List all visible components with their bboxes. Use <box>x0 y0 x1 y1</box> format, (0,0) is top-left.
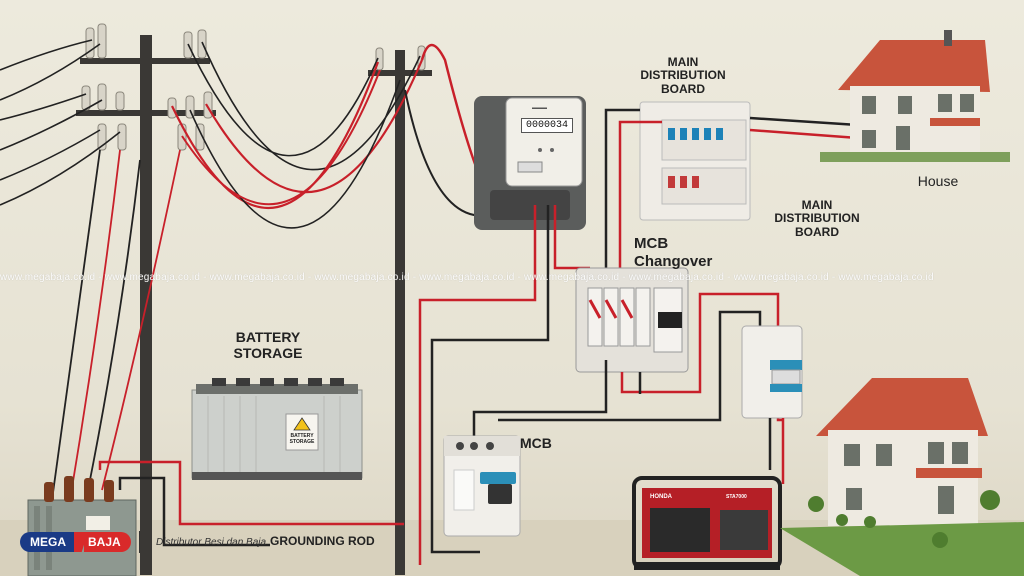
label-text: BATTERY STORAGE <box>233 329 303 361</box>
watermark: www.megabaja.co.id - www.megabaja.co.id … <box>0 272 934 283</box>
megabaja-logo[interactable]: MEGA BAJA <box>20 531 140 553</box>
transformer <box>27 476 137 576</box>
battery-warning-label: BATTERY STORAGE <box>289 433 315 445</box>
label-main-distribution-board-top: MAIN DISTRIBUTION BOARD <box>638 55 728 96</box>
overhead-wires <box>0 39 424 229</box>
down-leads <box>51 149 181 501</box>
label-text: MAIN DISTRIBUTION BOARD <box>774 198 860 239</box>
meter-brand-text: ▬▬▬ <box>532 105 547 111</box>
logo-separator <box>138 531 140 553</box>
label-grounding-rod: GROUNDING ROD <box>270 534 375 548</box>
mcb-generator-breaker <box>741 325 803 419</box>
label-mcb: MCB <box>520 435 552 451</box>
battery-wires <box>98 460 404 547</box>
label-house: House <box>917 173 959 189</box>
battery-storage <box>191 378 363 480</box>
utility-pole-right <box>368 45 432 575</box>
main-distribution-board <box>639 101 751 221</box>
label-main-distribution-board-bottom: MAIN DISTRIBUTION BOARD <box>772 198 862 239</box>
label-mcb-changeover-line1: MCB <box>634 235 669 252</box>
generator-brand: HONDA <box>650 494 672 500</box>
mcb-breaker <box>443 435 521 537</box>
utility-pole-left <box>76 23 216 575</box>
house-top <box>820 30 1010 162</box>
generator-model: STA7000 <box>726 494 747 500</box>
electricity-meter <box>474 96 586 230</box>
logo-tagline: Distributor Besi dan Baja <box>156 537 267 548</box>
house-bottom <box>780 378 1024 576</box>
label-battery-storage: BATTERY STORAGE <box>218 329 318 361</box>
logo-baja-text: BAJA <box>84 532 131 552</box>
logo-mega-text: MEGA <box>20 532 76 552</box>
meter-reading: 0000034 <box>521 118 573 133</box>
label-mcb-changeover-line2: Changover <box>634 253 713 270</box>
label-text: MAIN DISTRIBUTION BOARD <box>640 55 726 96</box>
generator <box>632 476 782 570</box>
board-wires <box>604 108 859 290</box>
changeover-mcb-wires <box>472 292 783 440</box>
mcb-changeover-switch <box>575 267 689 373</box>
